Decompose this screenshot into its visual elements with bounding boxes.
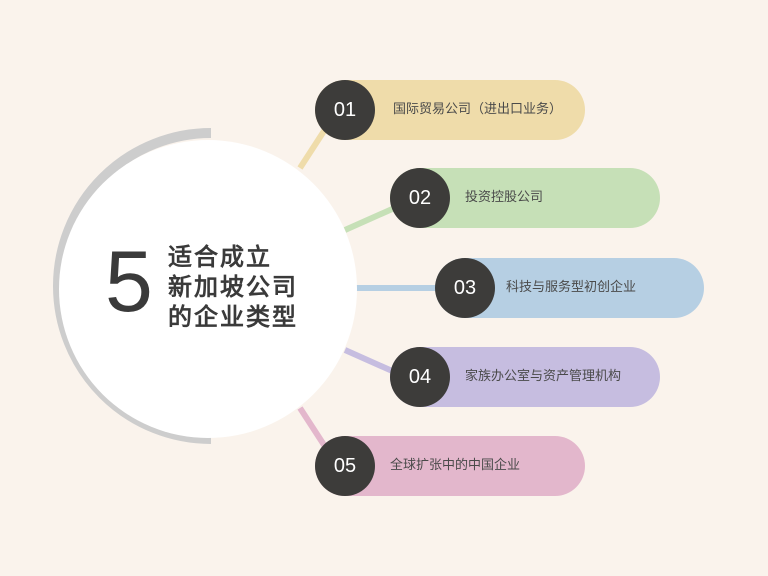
center-number: 5 [105, 234, 153, 330]
item-03-label: 科技与服务型初创企业 [506, 280, 637, 295]
connector-03 [355, 285, 440, 291]
center-hub [59, 140, 357, 438]
item-02-badge: 02 [390, 168, 450, 228]
center-title-line-2: 新加坡公司 [168, 273, 298, 301]
center-title-line-3: 的企业类型 [168, 303, 298, 331]
item-03-badge: 03 [435, 258, 495, 318]
item-02-label: 投资控股公司 [465, 190, 544, 205]
item-01-badge: 01 [315, 80, 375, 140]
center-title-line-1: 适合成立 [168, 243, 272, 271]
item-04-badge: 04 [390, 347, 450, 407]
item-04-label: 家族办公室与资产管理机构 [465, 369, 622, 384]
item-01-label: 国际贸易公司（进出口业务） [393, 102, 563, 117]
item-05-label: 全球扩张中的中国企业 [390, 458, 521, 473]
center-title: 适合成立 新加坡公司 的企业类型 [168, 242, 298, 332]
item-05-badge: 05 [315, 436, 375, 496]
